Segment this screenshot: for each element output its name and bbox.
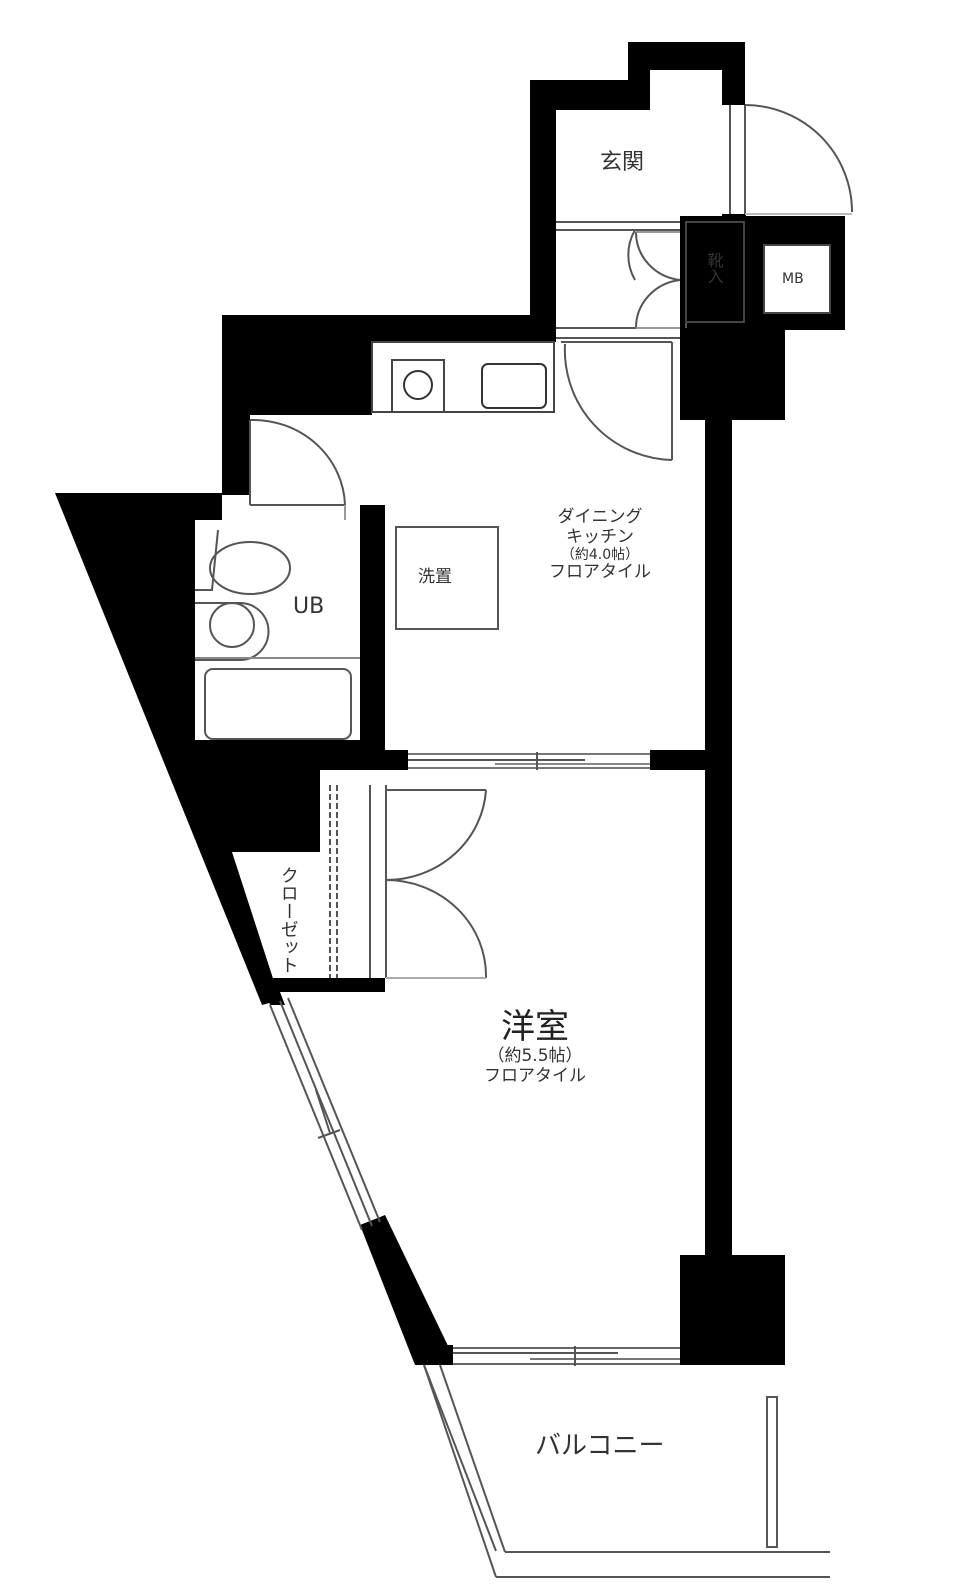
dining-kitchen-size: （約4.0帖）: [560, 547, 640, 564]
room-western: 洋室 （約5.5帖） フロアタイル: [450, 1007, 620, 1086]
room-label-washer-space: 洗置: [418, 567, 452, 587]
dining-kitchen-name-1: ダイニング: [557, 507, 643, 527]
room-label-meter-box: MB: [782, 271, 804, 287]
fixtures: [195, 104, 853, 1578]
room-label-unit-bath: UB: [293, 594, 325, 619]
western-room-name: 洋室: [501, 1007, 569, 1047]
dining-kitchen-name-2: キッチン: [566, 526, 634, 547]
western-room-floor: フロアタイル: [484, 1065, 586, 1086]
western-room-size: （約5.5帖）: [487, 1046, 583, 1067]
room-label-balcony: バルコニー: [535, 1431, 665, 1461]
entrance-door-swing: [744, 104, 853, 213]
dining-kitchen-floor: フロアタイル: [549, 562, 651, 583]
room-label-closet: クローゼット: [277, 866, 299, 974]
room-dining-kitchen: ダイニング キッチン （約4.0帖） フロアタイル: [520, 507, 680, 583]
room-label-entrance: 玄関: [600, 150, 645, 175]
walls: [55, 42, 845, 1365]
room-label-shoe-box: 靴入: [704, 252, 724, 284]
